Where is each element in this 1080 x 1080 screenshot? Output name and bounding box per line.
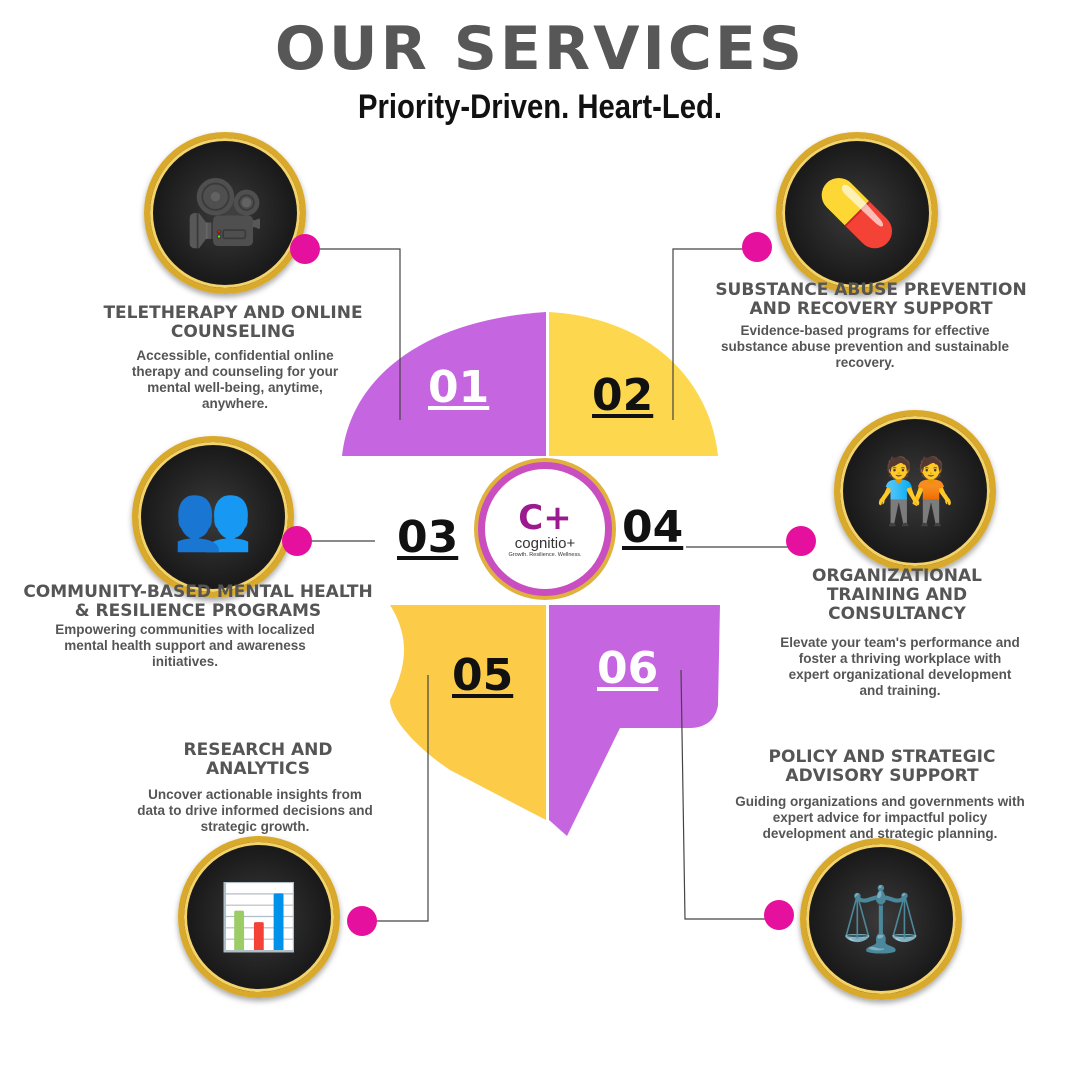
service-number-06: 06: [597, 643, 659, 694]
segment-05: [390, 605, 546, 820]
service-desc-02: Evidence-based programs for effective su…: [720, 323, 1010, 370]
connector-dot: [786, 526, 816, 556]
service-number-03: 03: [397, 512, 459, 563]
service-title-02: SUBSTANCE ABUSE PREVENTION AND RECOVERY …: [715, 280, 1027, 319]
logo-tagline: Growth. Resilience. Wellness.: [508, 551, 582, 558]
segment-01: [342, 312, 546, 456]
connector-dot: [742, 232, 772, 262]
video-chat-icon: 🎥: [144, 132, 306, 294]
service-title-05: RESEARCH AND ANALYTICS: [183, 740, 333, 779]
connector-dot: [764, 900, 794, 930]
page-subtitle: Priority-Driven. Heart-Led.: [358, 88, 722, 126]
service-desc-01: Accessible, confidential online therapy …: [131, 348, 339, 411]
service-number-01: 01: [428, 362, 490, 413]
service-desc-05: Uncover actionable insights from data to…: [137, 787, 373, 834]
connector-dot: [290, 234, 320, 264]
community-chat-icon: 👥: [132, 436, 294, 598]
segment-02: [549, 312, 718, 456]
service-number-02: 02: [592, 370, 654, 421]
logo: C+ cognitio+ Growth. Resilience. Wellnes…: [478, 462, 612, 596]
logo-mark: C+: [518, 497, 572, 538]
service-title-03: COMMUNITY-BASED MENTAL HEALTH & RESILIEN…: [23, 582, 373, 621]
connector-dot: [347, 906, 377, 936]
connector-dot: [282, 526, 312, 556]
law-book-icon: ⚖️: [800, 838, 962, 1000]
service-title-04: ORGANIZATIONAL TRAINING AND CONSULTANCY: [812, 566, 982, 624]
service-number-04: 04: [622, 502, 684, 553]
page-title: OUR SERVICES: [274, 14, 806, 84]
service-desc-03: Empowering communities with localized me…: [55, 622, 315, 669]
segment-06: [549, 605, 720, 836]
service-title-06: POLICY AND STRATEGIC ADVISORY SUPPORT: [768, 747, 996, 786]
pills-syringe-icon: 💊: [776, 132, 938, 294]
service-desc-06: Guiding organizations and governments wi…: [735, 794, 1025, 841]
service-number-05: 05: [452, 650, 514, 701]
service-title-01: TELETHERAPY AND ONLINE COUNSELING: [103, 303, 363, 342]
analytics-dashboard-icon: 📊: [178, 836, 340, 998]
service-desc-04: Elevate your team's performance and fost…: [780, 635, 1020, 698]
team-training-icon: 🧑‍🤝‍🧑: [834, 410, 996, 572]
logo-name: cognitio+: [514, 534, 576, 552]
